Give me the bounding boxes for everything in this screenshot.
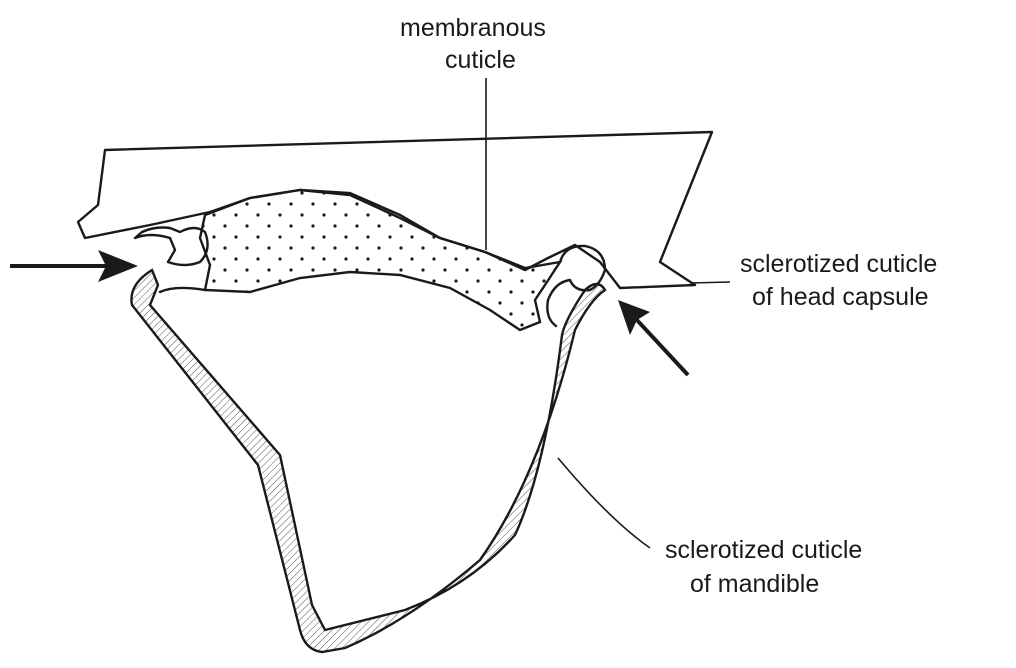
label-mandible-line1: sclerotized cuticle	[665, 536, 862, 564]
label-membranous-line2: cuticle	[445, 46, 516, 74]
membranous-cuticle-region	[200, 190, 560, 330]
label-head-capsule-line2: of head capsule	[752, 283, 929, 311]
head-capsule-leader-line	[690, 282, 730, 283]
mandible-inner-outline	[160, 288, 205, 292]
label-membranous-line1: membranous	[400, 14, 546, 42]
mandible-sclerotized-wall	[131, 270, 605, 652]
label-head-capsule-line1: sclerotized cuticle	[740, 250, 937, 278]
left-arrow-icon	[10, 250, 138, 282]
right-arrow-icon	[618, 300, 688, 375]
mandible-leader-line	[558, 458, 650, 548]
left-articulation-condyle	[135, 228, 208, 266]
label-mandible-line2: of mandible	[690, 570, 819, 598]
